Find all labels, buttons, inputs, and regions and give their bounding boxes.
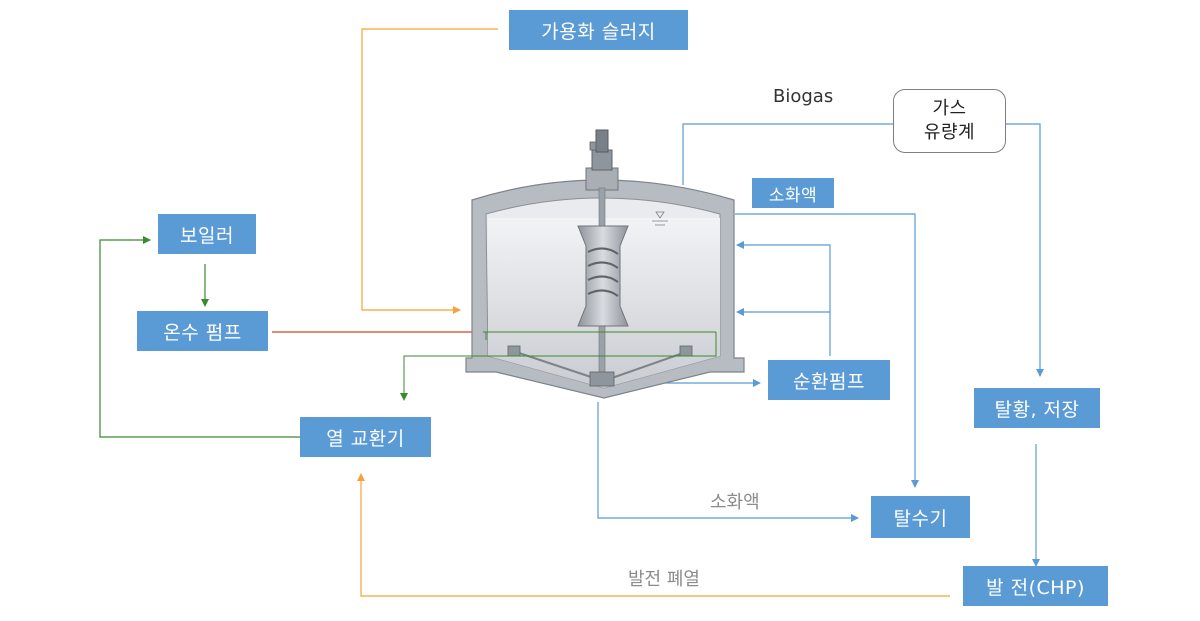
dewaterer-label: 탈수기: [893, 507, 948, 530]
heat-exchanger-label: 열 교환기: [326, 427, 405, 450]
waste-heat-label: 발전 폐열: [628, 569, 700, 590]
circulation-pump-label: 순환펌프: [793, 370, 865, 393]
exchanger-to-boiler-line: [99, 236, 300, 438]
desulfurization-storage-box: 탈황, 저장: [974, 388, 1100, 428]
solubilized-sludge-label: 가용화 슬러지: [541, 20, 656, 43]
desulfurization-storage-label: 탈황, 저장: [994, 398, 1080, 421]
power-generation-label: 발 전(CHP): [986, 576, 1085, 599]
gas-meter-label-line2: 유량계: [923, 122, 976, 143]
heat-exchanger-box: 열 교환기: [300, 417, 431, 457]
waste-heat-line: [357, 473, 950, 597]
digestate-overflow-line: [735, 213, 919, 488]
power-generation-box: 발 전(CHP): [963, 566, 1108, 606]
boiler-box: 보일러: [158, 214, 256, 254]
digestate-flow-label: 소화액: [710, 492, 760, 513]
dewaterer-box: 탈수기: [871, 496, 970, 538]
digester-tank-icon: [404, 129, 745, 400]
biogas-line: [682, 123, 1044, 377]
hot-water-pump-box: 온수 펌프: [137, 311, 268, 351]
digestate-bottom-line: [597, 402, 859, 522]
digestate-box-label: 소화액: [768, 185, 818, 206]
boiler-label: 보일러: [180, 224, 234, 247]
solubilized-sludge-box: 가용화 슬러지: [509, 10, 688, 50]
hot-water-pump-label: 온수 펌프: [163, 321, 242, 344]
biogas-label: Biogas: [773, 86, 834, 107]
gas-meter-box: 가스 유량계: [893, 89, 1006, 153]
circulation-pump-box: 순환펌프: [768, 360, 890, 400]
sludge-feed-line: [361, 28, 498, 314]
gas-meter-label-line1: 가스: [932, 98, 967, 119]
circulation-return-lines: [736, 241, 831, 356]
digestate-box: 소화액: [752, 178, 834, 208]
